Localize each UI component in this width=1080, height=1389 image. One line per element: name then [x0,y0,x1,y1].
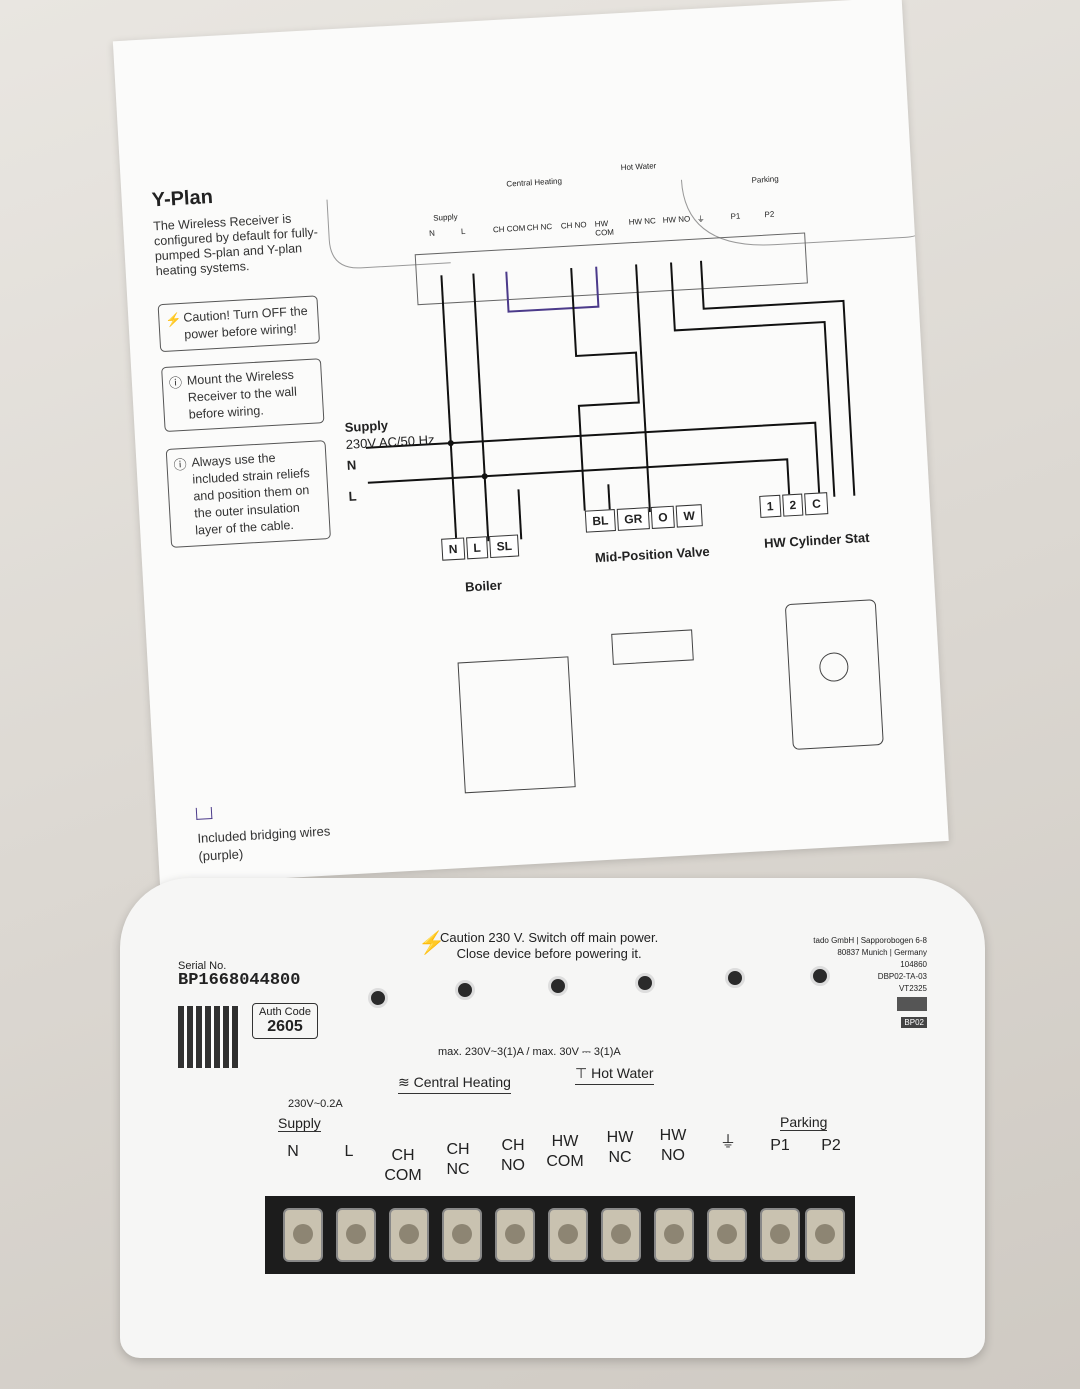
manufacturer-info: tado GmbH | Sapporobogen 6-8 80837 Munich… [813,935,927,1029]
qr-code [178,1006,240,1068]
terminal-label-hw-no: HW NO [659,1127,687,1164]
supply-spec: 230V AC/50 Hz [345,431,435,452]
terminal-label-p1: P1 [770,1137,790,1154]
caution-line: Caution 230 V. Switch off main power. [440,930,659,945]
terminal-label: CH NO [560,220,587,231]
uk-flag-icon [897,997,927,1011]
label-parking-group: Parking [751,174,779,185]
terminal-block [265,1196,855,1274]
bridging-note: Included bridging wires (purple) [195,800,349,866]
auth-label: Auth Code [259,1006,311,1018]
terminal-screw[interactable] [283,1208,323,1262]
valve-terminal: O [650,505,676,529]
terminal-label-earth: ⏚ [719,1134,736,1151]
mounting-hole [368,988,388,1008]
boiler-terminal: SL [489,534,520,559]
code-line: DBP02-TA-03 [877,972,927,981]
terminal-label: P2 [764,209,775,220]
terminal-label: CH NC [526,222,553,233]
appliance-illustrations [457,599,884,794]
valve-terminal: BL [584,509,616,533]
wiring-diagram [326,125,934,543]
terminal-label: ⏚ [696,214,705,224]
terminal-label-ch-nc: CH NC [446,1141,470,1178]
supply-rating: 230V~0.2A [288,1098,343,1110]
terminal-screw[interactable] [389,1208,429,1262]
terminal-label-hw-com: HW COM [546,1133,584,1170]
terminal-screw[interactable] [707,1208,747,1262]
mounting-hole [455,980,475,1000]
supply-label: Supply [278,1115,321,1132]
terminal-screw[interactable] [654,1208,694,1262]
boiler-terminal: L [465,536,489,560]
terminal-screw[interactable] [442,1208,482,1262]
code-line: VT2325 [898,984,927,993]
terminal-label: N [428,228,436,238]
terminal-label: L [460,226,466,237]
central-heating-label: ≋ Central Heating [398,1074,511,1094]
valve-terminal: GR [616,507,650,531]
terminal-label: HW NC [628,216,657,227]
lightning-icon: ⚡ [418,930,446,955]
boiler-illustration [457,656,576,794]
rating-text: max. 230V~3(1)A / max. 30V ⎓ 3(1)A [438,1046,621,1058]
mounting-hole [725,968,745,988]
label-supply-group: Supply [432,212,458,223]
valve-terminal: W [675,504,703,528]
parking-label: Parking [780,1114,828,1131]
terminal-screw[interactable] [805,1208,845,1262]
terminal-label: HW NO [662,214,691,225]
bridge-wire-icon [195,806,213,820]
terminal-screw[interactable] [336,1208,376,1262]
cylinder-illustration [785,599,884,750]
terminal-label-hw-nc: HW NC [606,1129,634,1166]
cylinder-terminal: 2 [781,493,804,517]
model-badge: BP02 [901,1017,927,1028]
cylinder-terminal: 1 [759,494,782,518]
terminal-label-n: N [287,1143,299,1160]
terminal-screw[interactable] [760,1208,800,1262]
terminal-label: P1 [730,211,741,222]
hot-water-label: ⊤ Hot Water [575,1065,654,1085]
terminal-screw[interactable] [601,1208,641,1262]
terminal-screw[interactable] [495,1208,535,1262]
terminal-label-l: L [344,1143,354,1160]
terminal-label-ch-com: CH COM [384,1147,422,1184]
mounting-hole [548,976,568,996]
terminal-label-ch-no: CH NO [501,1137,525,1174]
terminal-screw[interactable] [548,1208,588,1262]
maker-line: tado GmbH | Sapporobogen 6-8 [813,936,927,945]
maker-line: 80837 Munich | Germany [837,948,927,957]
supply-n: N [346,457,357,473]
terminal-label: HW COM [594,218,615,238]
boiler-terminal: N [441,537,465,561]
cylinder-terminal: C [804,492,829,516]
mounting-hole [810,966,830,986]
wiring-manual-page: Y-Plan The Wireless Receiver is configur… [112,0,949,885]
mounting-hole [635,973,655,993]
serial-label: Serial No. [178,960,227,972]
supply-block: Supply 230V AC/50 Hz N L [344,414,438,505]
device-caution: Caution 230 V. Switch off main power.Clo… [440,930,658,962]
serial-number: BP1668044800 [178,971,301,990]
auth-code: 2605 [267,1018,303,1035]
terminal-label: CH COM [492,223,526,235]
valve-illustration [611,629,694,665]
caution-line: Close device before powering it. [456,946,642,961]
terminal-label-p2: P2 [821,1137,841,1154]
code-line: 104860 [900,960,927,969]
